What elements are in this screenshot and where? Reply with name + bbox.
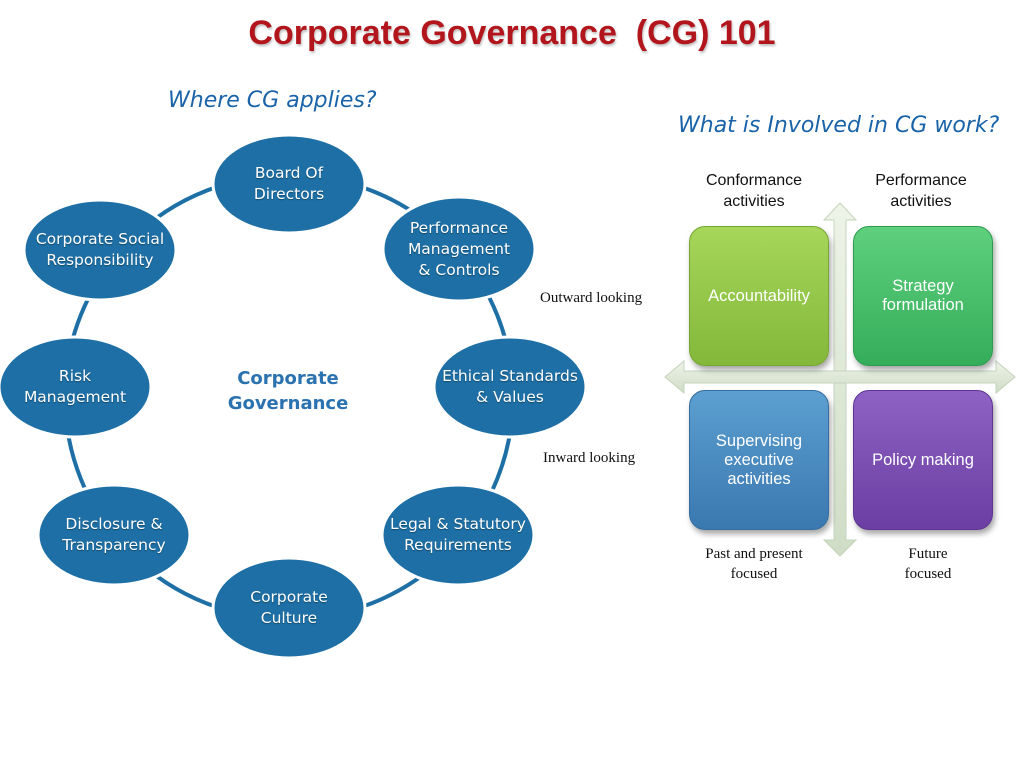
node-corporate-social-responsibility-shape	[22, 198, 178, 302]
node-performance-management-shape	[381, 195, 537, 303]
ring-nodes	[0, 133, 588, 660]
accountability-box: Accountability	[689, 226, 829, 366]
node-legal-statutory: Legal & Statutory Requirements	[390, 515, 526, 554]
inward-looking-note: Inward looking	[543, 450, 636, 466]
node-disclosure-transparency-shape	[36, 483, 192, 587]
node-risk-management: Risk Management	[23, 367, 127, 406]
horizontal-axis-arrow	[664, 359, 1016, 395]
policy-making-box: Policy making	[853, 390, 993, 530]
past-present-footer: Past and present focused	[705, 546, 803, 582]
left-heading: Where CG applies?	[168, 88, 377, 113]
page-title: Corporate Governance (CG) 101	[248, 14, 776, 52]
node-board-of-directors: Board Of Directors	[253, 164, 325, 203]
node-corporate-culture-shape	[211, 556, 367, 660]
performance-header: Performance activities	[875, 172, 967, 210]
node-legal-statutory-shape	[380, 483, 536, 587]
node-performance-management: Performance Management & Controls	[407, 218, 511, 279]
node-corporate-culture: Corporate Culture	[250, 588, 328, 627]
node-risk-management-shape	[0, 335, 153, 439]
node-ethical-standards-shape	[432, 335, 588, 439]
right-heading: What is Involved in CG work?	[678, 113, 1000, 138]
center-label: Corporate Governance	[227, 368, 349, 414]
node-board-of-directors-shape	[211, 133, 367, 235]
future-footer: Future focused	[904, 546, 952, 582]
strategy-formulation-box: Strategy formulation	[853, 226, 993, 366]
node-disclosure-transparency: Disclosure & Transparency	[62, 515, 166, 554]
node-corporate-social-responsibility: Corporate Social Responsibility	[35, 230, 165, 269]
outward-looking-note: Outward looking	[540, 290, 643, 306]
supervising-activities-box: Supervising executive activities	[689, 390, 829, 530]
node-ethical-standards: Ethical Standards & Values	[442, 367, 578, 406]
conformance-header: Conformance activities	[705, 172, 803, 210]
